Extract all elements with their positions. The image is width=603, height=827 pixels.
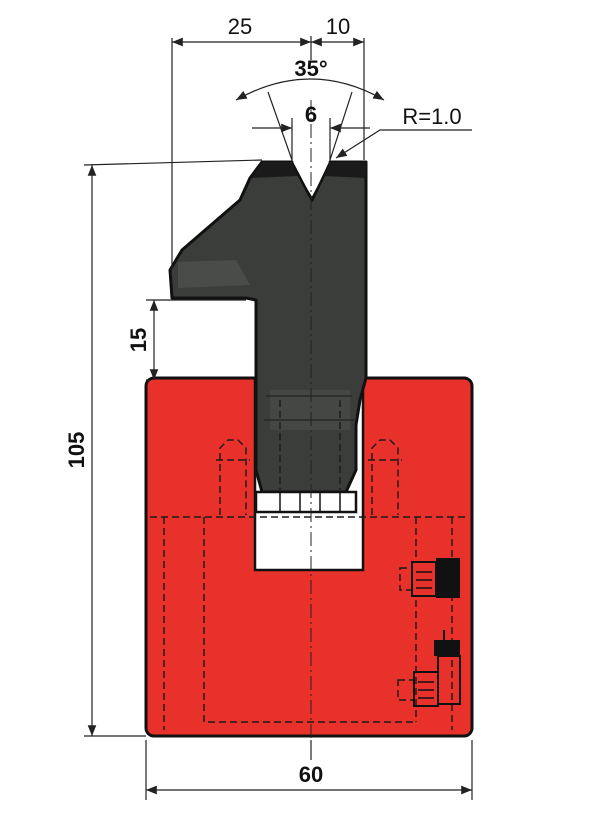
punch-tang: [254, 490, 358, 514]
dim-tip-width: 6: [305, 102, 317, 127]
dim-top-left-width: 25: [228, 14, 252, 39]
dim-tip-angle-arc: [235, 78, 385, 161]
dim-tip-width-line: [252, 118, 370, 162]
dim-shoulder-height: 15: [126, 328, 151, 352]
radius-leader: [335, 129, 472, 159]
dim-tip-angle: 35°: [294, 56, 327, 81]
dim-top-right-width: 10: [326, 14, 350, 39]
clamp-screw-upper: [399, 558, 460, 598]
left-clamp-pin: [219, 439, 247, 515]
dim-tip-radius: R=1.0: [402, 104, 461, 129]
clamp-screw-lower: [397, 630, 461, 707]
dim-total-height: 105: [64, 432, 89, 469]
dim-holder-width: 60: [299, 762, 323, 787]
right-clamp-pin: [371, 439, 399, 515]
